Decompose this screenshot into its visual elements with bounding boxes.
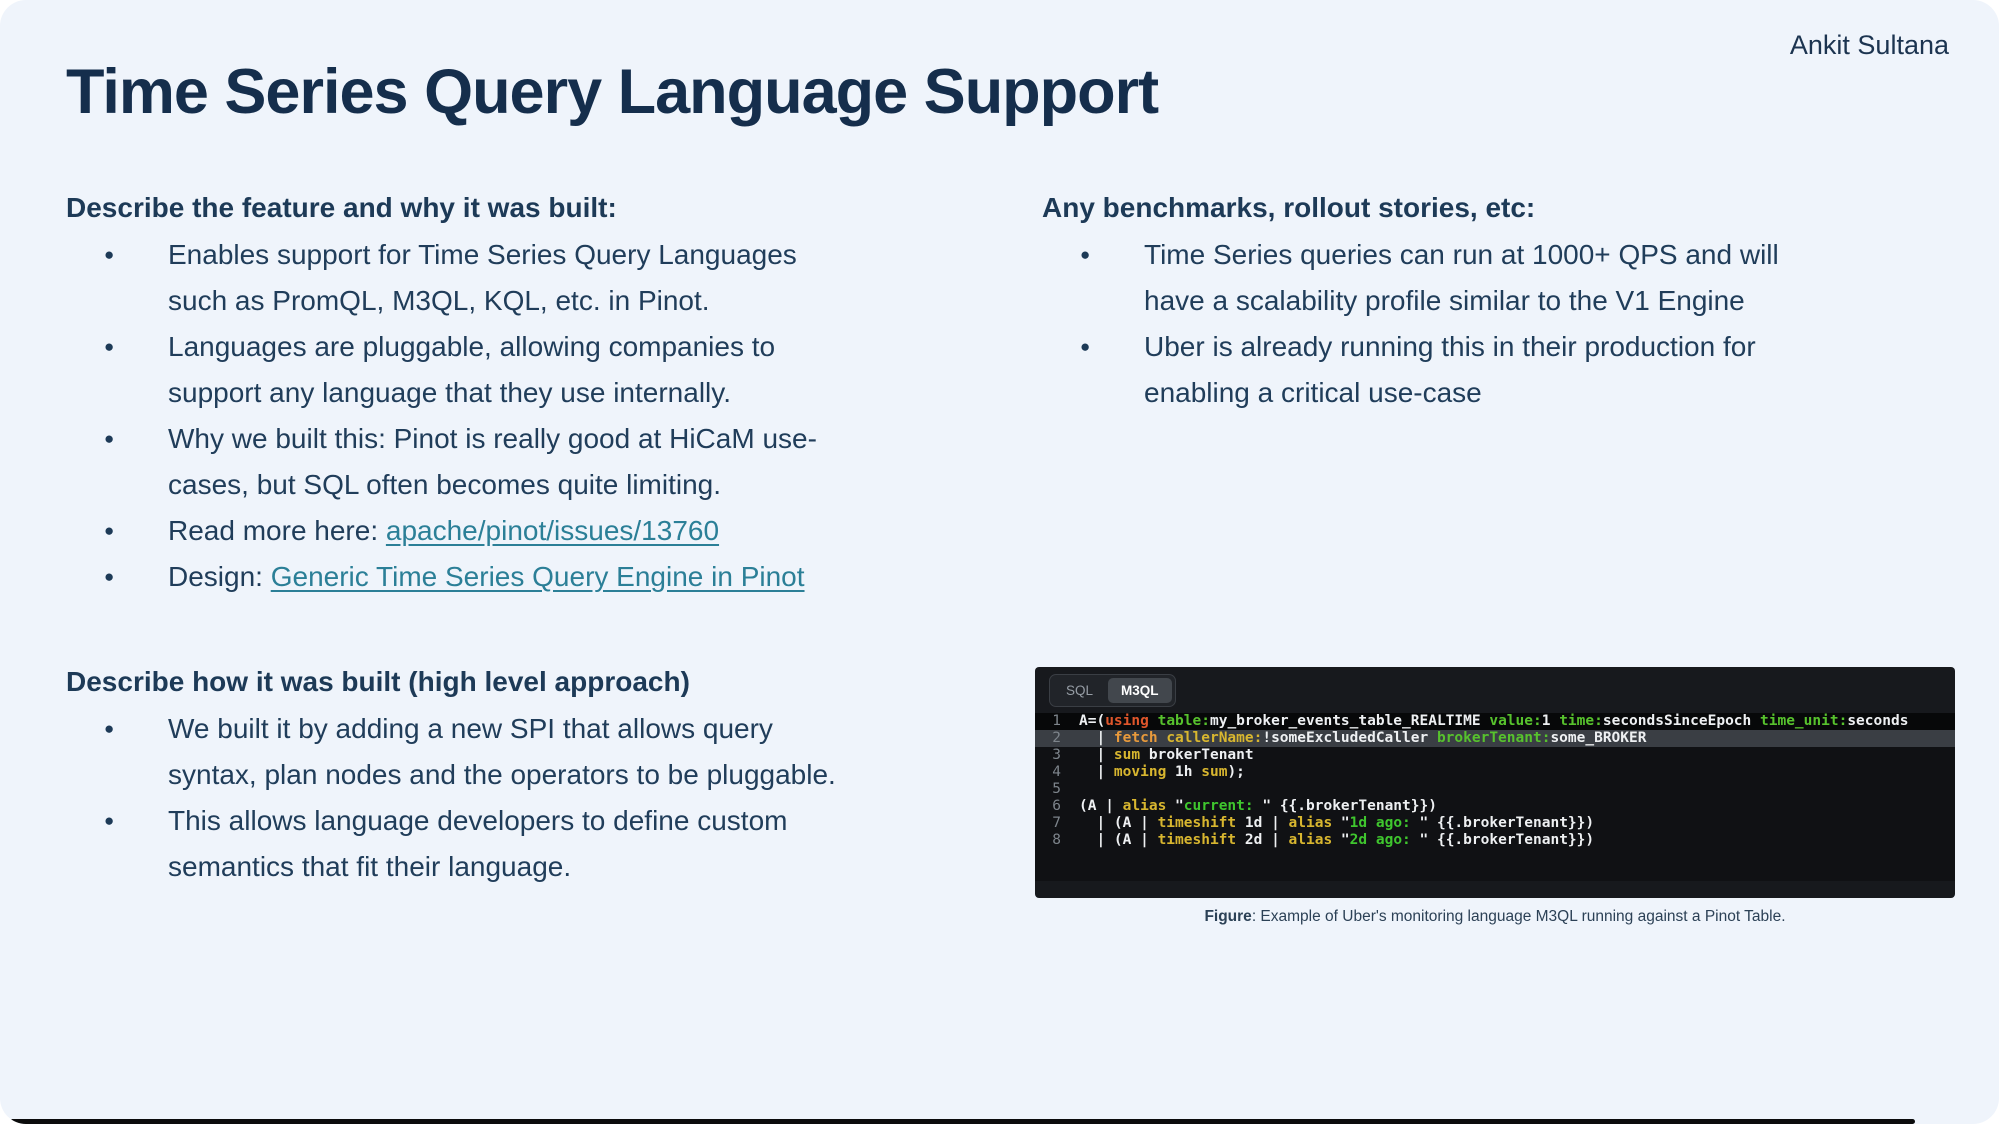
- line-number: 8: [1052, 832, 1061, 848]
- line-number: 2: [1052, 730, 1061, 746]
- bullet-item: Enables support for Time Series Query La…: [66, 232, 856, 324]
- code-line: 8 | (A | timeshift 2d | alias "2d ago: "…: [1035, 832, 1955, 849]
- inline-link[interactable]: apache/pinot/issues/13760: [385, 515, 720, 546]
- tab-sql[interactable]: SQL: [1066, 682, 1094, 698]
- page-title: Time Series Query Language Support: [66, 57, 1159, 127]
- section-how: Describe how it was built (high level ap…: [66, 662, 986, 890]
- bullet-item: We built it by adding a new SPI that all…: [66, 706, 856, 798]
- code-line: 7 | (A | timeshift 1d | alias "1d ago: "…: [1035, 815, 1955, 832]
- section-heading-how: Describe how it was built (high level ap…: [66, 666, 690, 697]
- line-number: 4: [1052, 764, 1061, 780]
- line-number: 1: [1052, 713, 1061, 729]
- figure-caption: Figure: Example of Uber's monitoring lan…: [1035, 908, 1955, 926]
- code-tab-bar: SQL M3QL: [1035, 667, 1955, 713]
- line-number: 6: [1052, 798, 1061, 814]
- bullet-item: Time Series queries can run at 1000+ QPS…: [1042, 232, 1842, 324]
- code-line: 6(A | alias "current: " {{.brokerTenant}…: [1035, 798, 1955, 815]
- benchmarks-bullet-list: Time Series queries can run at 1000+ QPS…: [1042, 232, 1962, 416]
- section-heading-benchmarks: Any benchmarks, rollout stories, etc:: [1042, 192, 1536, 223]
- code-line: 2 | fetch callerName:!someExcludedCaller…: [1035, 730, 1955, 747]
- line-number: 3: [1052, 747, 1061, 763]
- figure-caption-text: : Example of Uber's monitoring language …: [1251, 908, 1786, 925]
- code-line: 4 | moving 1h sum);: [1035, 764, 1955, 781]
- inline-link[interactable]: Generic Time Series Query Engine in Pino…: [270, 561, 805, 592]
- section-heading-feature: Describe the feature and why it was buil…: [66, 192, 617, 223]
- code-line: 5: [1035, 781, 1955, 798]
- tab-m3ql[interactable]: M3QL: [1108, 677, 1172, 703]
- line-number: 7: [1052, 815, 1061, 831]
- bullet-item: This allows language developers to defin…: [66, 798, 856, 890]
- section-benchmarks: Any benchmarks, rollout stories, etc: Ti…: [1042, 188, 1962, 416]
- code-tabs-group: SQL M3QL: [1049, 673, 1176, 707]
- how-bullet-list: We built it by adding a new SPI that all…: [66, 706, 986, 890]
- bullet-item: Why we built this: Pinot is really good …: [66, 416, 856, 508]
- figure-caption-label: Figure: [1204, 908, 1252, 925]
- bullet-item: Design: Generic Time Series Query Engine…: [66, 554, 856, 600]
- bullet-item: Uber is already running this in their pr…: [1042, 324, 1842, 416]
- code-line: 3 | sum brokerTenant: [1035, 747, 1955, 764]
- bottom-edge-bar: [10, 1119, 1915, 1124]
- bullet-item: Languages are pluggable, allowing compan…: [66, 324, 856, 416]
- author-name: Ankit Sultana: [1789, 30, 1949, 60]
- section-feature: Describe the feature and why it was buil…: [66, 188, 986, 600]
- bullet-item: Read more here: apache/pinot/issues/1376…: [66, 508, 856, 554]
- feature-bullet-list: Enables support for Time Series Query La…: [66, 232, 986, 600]
- line-number: 5: [1052, 781, 1061, 797]
